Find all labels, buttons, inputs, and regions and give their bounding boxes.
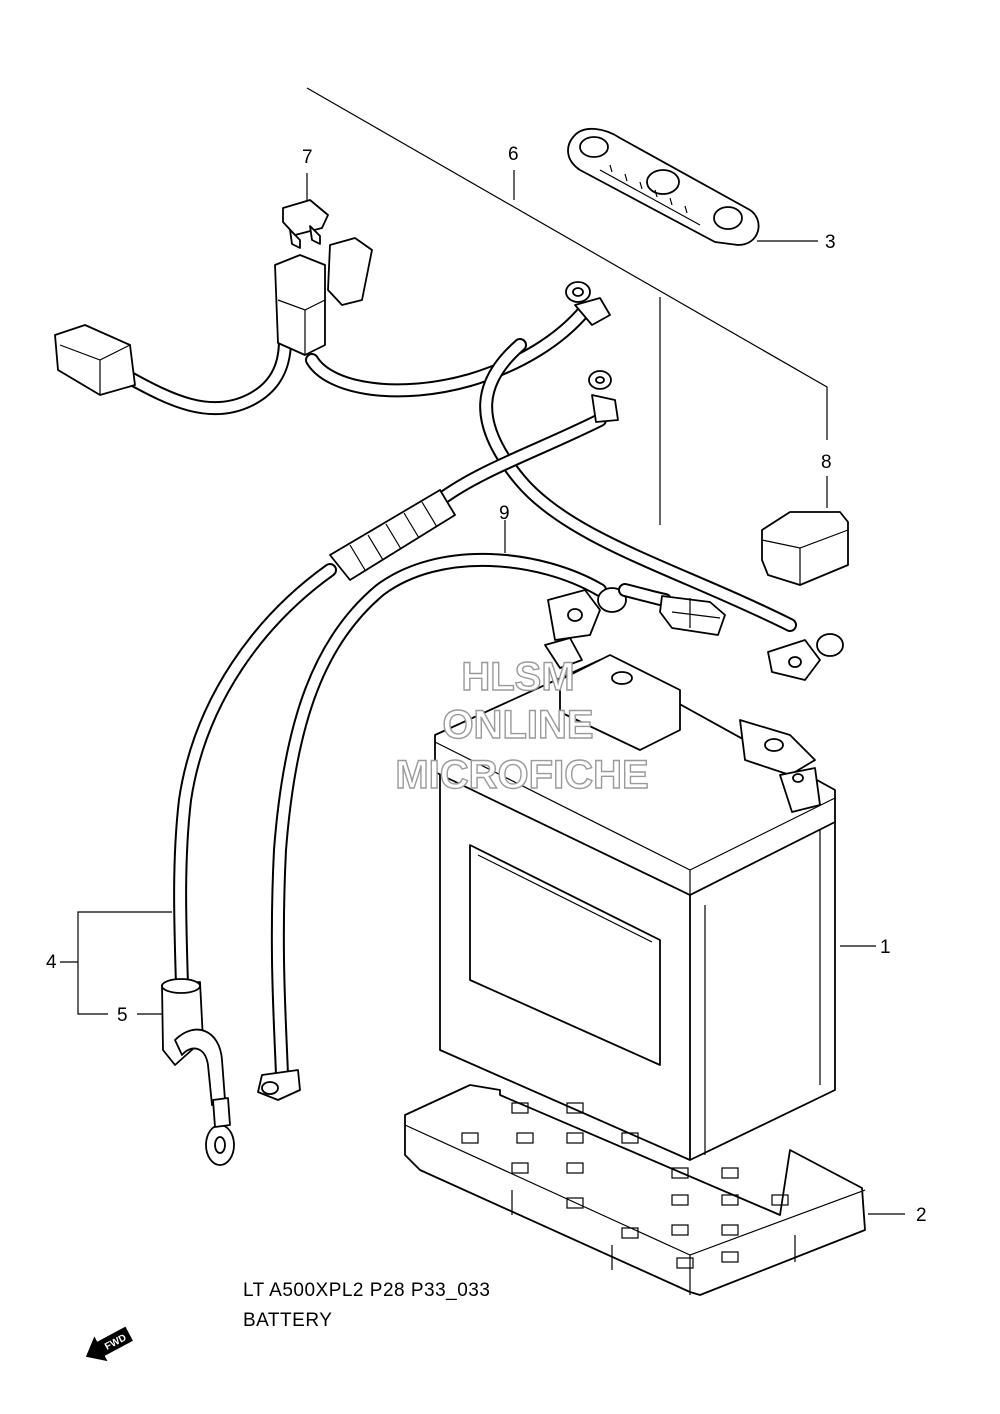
callout-1: 1 [880,937,891,958]
watermark-line-2: ONLINE [442,703,593,747]
watermark-line-3: MICROFICHE [395,753,648,797]
watermark-line-1: HLSM [461,655,574,699]
callout-numbers: 7 6 3 8 9 1 2 4 5 [46,144,927,1226]
callout-5: 5 [117,1005,128,1026]
callout-6: 6 [508,144,519,165]
leader-lines [60,87,905,1215]
battery-part-1 [434,637,836,1161]
callout-7: 7 [302,147,313,168]
terminal-cap-part-8 [761,511,849,586]
tray-slots [461,1102,789,1269]
fuse-part-7 [282,199,329,249]
negative-cable-part-4 [173,370,619,992]
callout-2: 2 [916,1205,927,1226]
callout-3: 3 [825,232,836,253]
model-code: LT A500XPL2 P28 P33_033 [243,1280,491,1301]
terminal-cover-part-3 [567,128,760,246]
watermark: HLSM ONLINE MICROFICHE [395,654,650,797]
section-title: BATTERY [243,1310,333,1331]
battery-tray-part-2 [404,1084,866,1296]
wiring-harness-part-6 [54,237,797,632]
positive-cable-part-9 [257,553,844,1101]
callout-4: 4 [46,952,57,973]
callout-8: 8 [821,452,832,473]
boot-part-5 [161,978,235,1166]
fwd-arrow-icon: FWD [85,1326,133,1362]
callout-9: 9 [499,503,510,524]
